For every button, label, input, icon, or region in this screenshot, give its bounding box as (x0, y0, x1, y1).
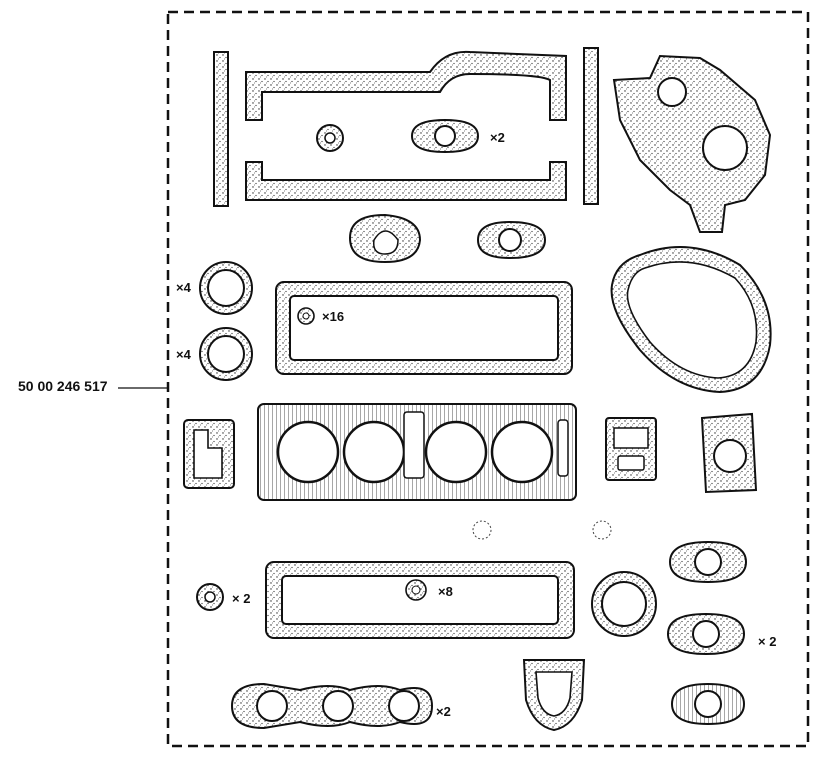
small-ring-b (592, 520, 612, 540)
side-strip-left (213, 51, 229, 207)
qty-liner-ring-lower: ×4 (176, 347, 191, 362)
timing-cover-gasket (612, 54, 772, 233)
kit-boundary (166, 10, 810, 748)
small-ring-a (472, 520, 492, 540)
qty-valve-seals: ×16 (322, 309, 345, 324)
side-strip-right (583, 47, 599, 205)
sump-gasket-upper (245, 50, 567, 121)
qty-oil-pump-flange: ×2 (490, 130, 505, 145)
qty-liner-ring-upper: ×4 (176, 280, 191, 295)
qty-small-seal-left: × 2 (232, 591, 251, 606)
qty-rocker-grommets: ×8 (438, 584, 453, 599)
sump-gasket-lower (245, 161, 567, 201)
qty-flange-right: × 2 (758, 634, 777, 649)
kit-part-number: 50 00 246 517 (18, 378, 108, 394)
qty-manifold: ×2 (436, 704, 451, 719)
